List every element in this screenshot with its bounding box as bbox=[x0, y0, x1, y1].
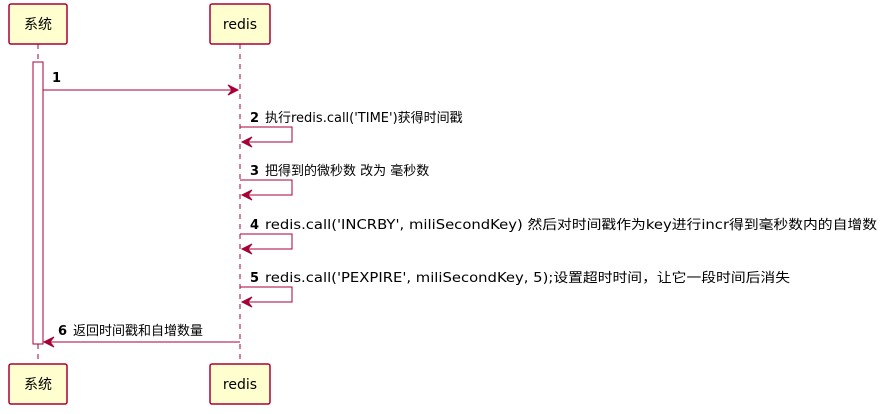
message-text: redis.call('PEXPIRE', miliSecondKey, 5);… bbox=[265, 270, 790, 286]
message-number: 1 bbox=[52, 71, 61, 86]
participant-redis-label: redis bbox=[223, 17, 257, 33]
message-3: 3 把得到的微秒数 改为 毫秒数 bbox=[240, 163, 429, 201]
message-text: 把得到的微秒数 改为 毫秒数 bbox=[265, 163, 429, 179]
message-2: 2 执行redis.call('TIME')获得时间戳 bbox=[240, 110, 463, 148]
message-number: 4 bbox=[250, 218, 259, 233]
message-1: 1 bbox=[43, 71, 240, 96]
message-5: 5 redis.call('PEXPIRE', miliSecondKey, 5… bbox=[240, 270, 790, 308]
message-6: 6 返回时间戳和自增数量 bbox=[42, 324, 240, 348]
arrow-head bbox=[240, 296, 253, 308]
message-text: 返回时间戳和自增数量 bbox=[73, 324, 203, 339]
activation-bar-system bbox=[32, 61, 44, 345]
message-text: redis.call('INCRBY', miliSecondKey) 然后对时… bbox=[265, 217, 877, 233]
participant-system-bottom: 系统 bbox=[8, 363, 68, 405]
arrow-head bbox=[240, 136, 253, 148]
participant-redis-top: redis bbox=[209, 3, 271, 45]
participant-redis-label: redis bbox=[223, 377, 257, 393]
participant-system-label: 系统 bbox=[24, 17, 52, 33]
arrow-head bbox=[42, 336, 55, 348]
message-number: 2 bbox=[250, 111, 259, 126]
message-number: 6 bbox=[58, 324, 67, 339]
message-number: 5 bbox=[250, 271, 259, 286]
arrow-head bbox=[240, 243, 253, 255]
arrow-head bbox=[227, 84, 240, 96]
participant-redis-bottom: redis bbox=[209, 363, 271, 405]
message-number: 3 bbox=[250, 164, 259, 179]
message-text: 执行redis.call('TIME')获得时间戳 bbox=[265, 110, 463, 126]
arrow-head bbox=[240, 189, 253, 201]
participant-system-label: 系统 bbox=[24, 377, 52, 393]
participant-system-top: 系统 bbox=[8, 3, 68, 45]
message-4: 4 redis.call('INCRBY', miliSecondKey) 然后… bbox=[240, 217, 877, 255]
